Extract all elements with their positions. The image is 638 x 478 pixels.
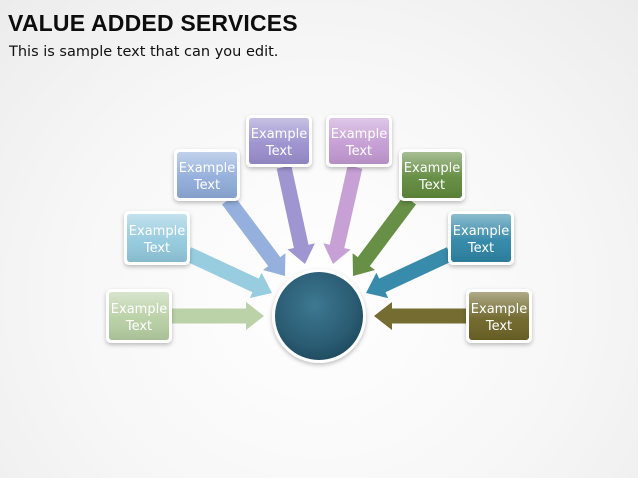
box-gloss bbox=[109, 292, 169, 340]
box-label-line2: Text bbox=[125, 319, 152, 334]
box-label-line1: Example bbox=[404, 161, 460, 176]
arrow-right-bottom bbox=[374, 302, 468, 330]
box-gloss bbox=[469, 292, 529, 340]
box-label-line1: Example bbox=[471, 302, 527, 317]
box-label-line1: Example bbox=[111, 302, 167, 317]
box-label-line1: Example bbox=[453, 224, 509, 239]
arrow-left-bottom bbox=[170, 302, 264, 330]
arrow-group bbox=[170, 165, 468, 330]
box-gloss bbox=[451, 214, 511, 262]
arrow-left-lower bbox=[184, 247, 272, 299]
box-gloss bbox=[402, 152, 462, 198]
box-gloss bbox=[249, 118, 309, 164]
arrow-right-lower bbox=[366, 247, 454, 299]
page-title: VALUE ADDED SERVICES bbox=[8, 10, 298, 36]
box-label-line2: Text bbox=[143, 241, 170, 256]
arrow-left-upper bbox=[222, 195, 286, 276]
arrow-top-right bbox=[323, 165, 363, 264]
box-label-line2: Text bbox=[265, 144, 292, 159]
box-gloss bbox=[177, 152, 237, 198]
box-label-line1: Example bbox=[129, 224, 185, 239]
arrow-top-left bbox=[276, 165, 315, 264]
box-label-line2: Text bbox=[467, 241, 494, 256]
arrow-right-upper bbox=[352, 195, 416, 276]
box-label-line2: Text bbox=[485, 319, 512, 334]
box-label-line2: Text bbox=[418, 178, 445, 193]
box-gloss bbox=[329, 118, 389, 164]
box-gloss bbox=[127, 214, 187, 262]
box-label-line1: Example bbox=[331, 127, 387, 142]
central-hub-fill bbox=[275, 272, 363, 360]
page-subtitle: This is sample text that can you edit. bbox=[9, 44, 279, 60]
box-label-line2: Text bbox=[345, 144, 372, 159]
box-label-line2: Text bbox=[193, 178, 220, 193]
box-group: ExampleTextExampleTextExampleTextExample… bbox=[106, 115, 532, 343]
box-label-line1: Example bbox=[179, 161, 235, 176]
box-label-line1: Example bbox=[251, 127, 307, 142]
